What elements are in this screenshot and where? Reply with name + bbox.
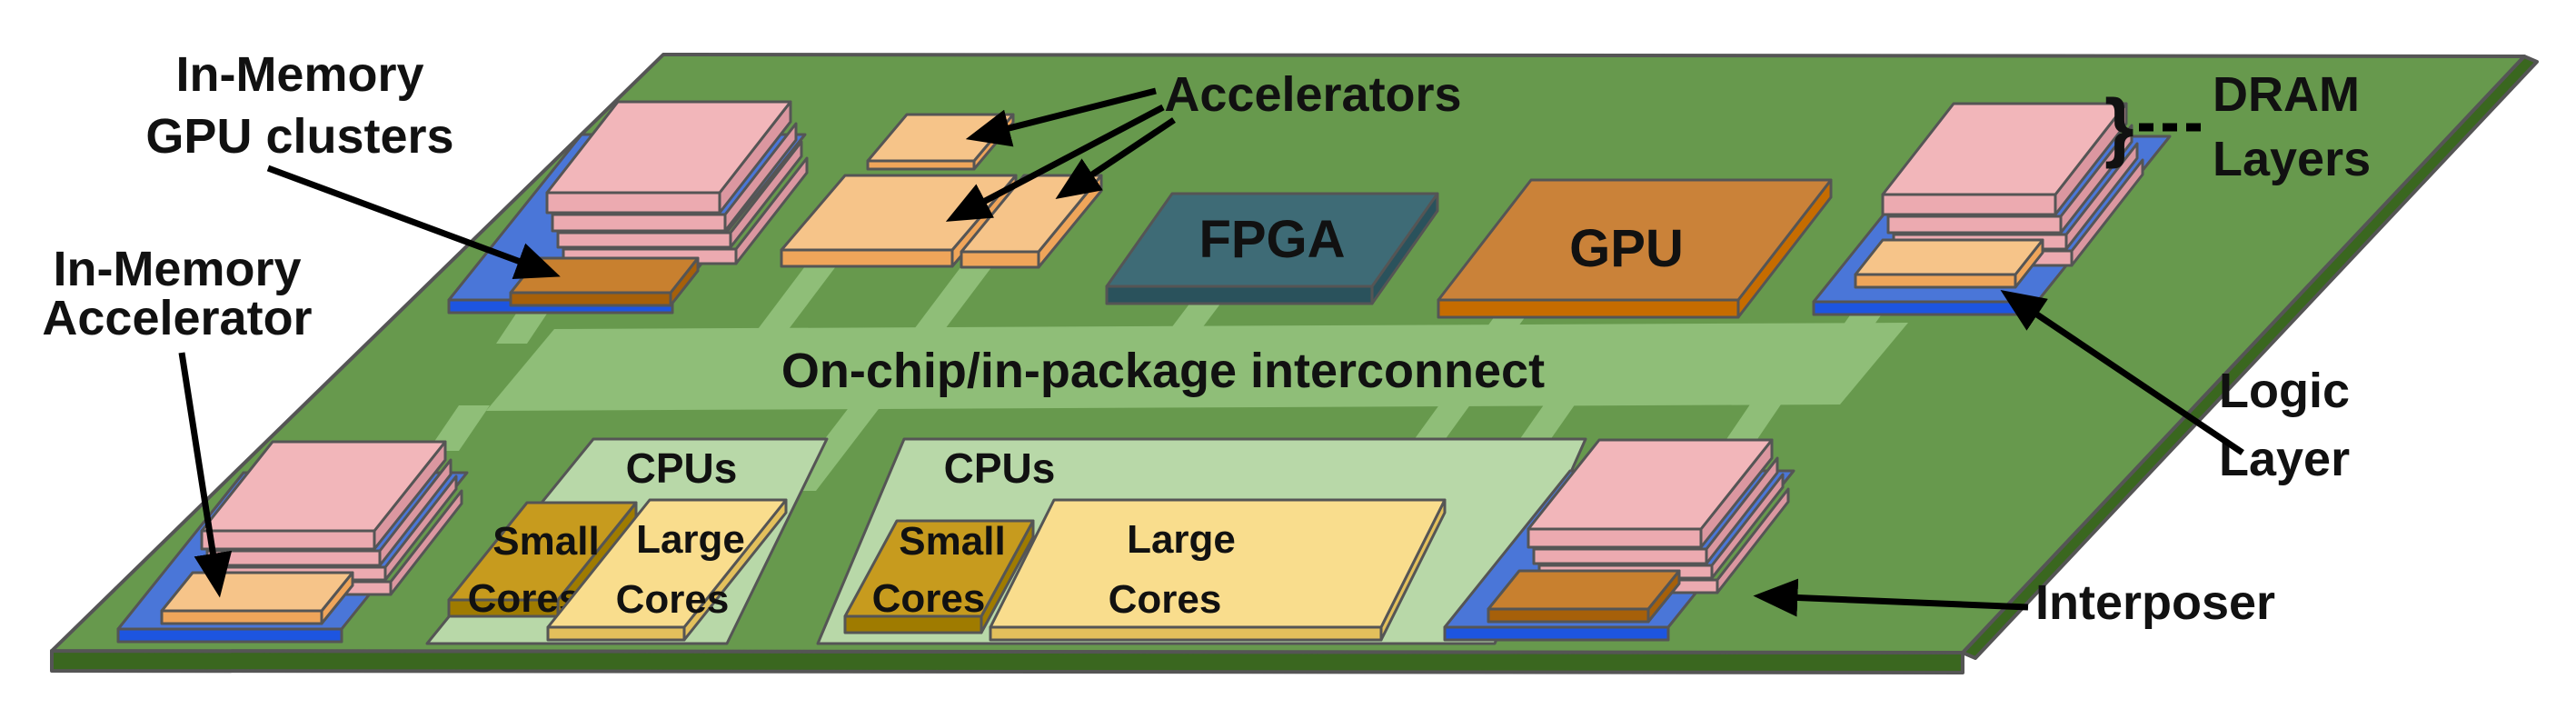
- large-cores-left-top-face: [546, 498, 788, 629]
- module-base-front-face: [1443, 625, 1670, 642]
- interconnect-band: [486, 323, 1908, 411]
- in-memory-gpu-arrow: [266, 165, 561, 280]
- dram-slab-front: [1881, 193, 2057, 216]
- in-memory-accelerator-arrow: [178, 352, 233, 598]
- fpga-label: FPGA: [1198, 210, 1345, 269]
- in-memory-accelerator-chip-front: [160, 609, 323, 625]
- dram-slab-front: [1527, 527, 1703, 549]
- interconnect-trace: [1519, 404, 1576, 440]
- interconnect-trace: [1721, 402, 1783, 447]
- interconnect-trace: [747, 266, 836, 344]
- gpu-front-face: [1437, 298, 1740, 319]
- logic-layer-arrow: [2000, 289, 2244, 455]
- in-memory-chip-top: [1487, 569, 1681, 611]
- dram-slab-front: [545, 191, 721, 215]
- large-cores-left-label-1: Large: [636, 517, 745, 562]
- gpu-label: GPU: [1569, 219, 1684, 278]
- interconnect-trace: [428, 405, 490, 451]
- dram-slab-front: [1886, 215, 2063, 235]
- dram-slab-front: [1532, 547, 1708, 565]
- accelerator-chip-front: [960, 250, 1040, 269]
- small-cores-right-label-2: Cores: [872, 576, 986, 621]
- fpga-chip: FPGA: [1105, 192, 1439, 305]
- dram-stack-top-face: [200, 440, 447, 533]
- logic-layer-label-1: Logic: [2219, 364, 2350, 418]
- large-cores-left-front-face: [546, 625, 686, 642]
- interposer-arrow: [1753, 578, 2029, 617]
- small-cores-left-top-face: [447, 501, 638, 602]
- module-base-front-face: [1812, 300, 2039, 316]
- dram-layers-label-2: Layers: [2213, 132, 2371, 186]
- in-memory-gpu-label-1: In-Memory: [175, 47, 423, 102]
- large-cores-right-label-2: Cores: [1109, 577, 1222, 622]
- dram-slab-front: [551, 213, 727, 233]
- in-memory-chip-front: [1487, 607, 1650, 624]
- interconnect-band-group: On-chip/in-package interconnect: [428, 266, 1908, 491]
- in-memory-accelerator-label-1: In-Memory: [53, 242, 301, 296]
- small-cores-right-top-face: [843, 519, 1035, 618]
- in-memory-gpu-label-2: GPU clusters: [145, 109, 453, 164]
- fpga-top-face: [1105, 192, 1439, 288]
- large-cores-chip-left: Large Cores: [546, 498, 788, 642]
- dram-stack-top-face: [545, 100, 792, 195]
- dram-brace: }: [2104, 84, 2134, 169]
- in-memory-accelerator-label-2: Accelerator: [42, 291, 312, 345]
- accelerators-arrow-3: [1055, 117, 1176, 199]
- large-cores-right-top-face: [989, 498, 1447, 629]
- module-base-front-face: [116, 627, 343, 644]
- small-cores-left-label-1: Small: [492, 519, 599, 564]
- in-memory-gpu-module: [447, 100, 809, 315]
- dram-slab-front: [556, 231, 732, 249]
- dram-stack-top-face: [1527, 438, 1774, 531]
- dram-logic-module: [1812, 102, 2172, 316]
- accelerators-label: Accelerators: [1164, 67, 1461, 122]
- in-memory-module-bottom-right: [1443, 438, 1795, 642]
- cpu-cluster-right: CPUs Small Cores Large Cores: [816, 437, 1587, 645]
- interposer-label: Interposer: [2035, 575, 2275, 630]
- in-memory-gpu-chip-front: [509, 291, 672, 307]
- accelerator-chip-front: [780, 248, 954, 268]
- logic-layer-label-2: Layer: [2219, 432, 2350, 486]
- interconnect-trace: [1414, 404, 1471, 440]
- large-cores-right-front-face: [989, 625, 1383, 642]
- fpga-front-face: [1105, 285, 1374, 305]
- large-cores-right-label-1: Large: [1127, 517, 1236, 562]
- cpu-cluster-left: CPUs Small Cores Large Cores: [425, 437, 829, 645]
- large-cores-left-label-2: Cores: [616, 577, 730, 622]
- logic-layer-chip-front: [1854, 273, 2017, 289]
- accelerators-arrow-1: [965, 87, 1157, 147]
- in-memory-gpu-chip-top: [509, 256, 700, 295]
- dram-slab-front: [200, 529, 376, 551]
- interconnect-trace: [903, 266, 992, 344]
- gpu-top-face: [1437, 178, 1833, 302]
- in-memory-accelerator-chip-top: [160, 571, 354, 613]
- small-cores-right-label-1: Small: [899, 519, 1005, 564]
- small-cores-chip-right: Small Cores: [843, 519, 1035, 634]
- annotations: In-Memory GPU clusters In-Memory Acceler…: [42, 47, 2371, 630]
- gpu-chip: GPU: [1437, 178, 1833, 319]
- dram-stack-top-face: [1881, 102, 2128, 196]
- dram-slab-front: [205, 549, 382, 567]
- cpu-cluster-right-label: CPUs: [944, 444, 1056, 492]
- interconnect-label: On-chip/in-package interconnect: [781, 344, 1545, 398]
- dram-layers-label-1: DRAM: [2213, 67, 2360, 122]
- logic-layer-chip-top: [1854, 238, 2044, 276]
- large-cores-chip-right: Large Cores: [989, 498, 1447, 642]
- cpu-cluster-left-label: CPUs: [626, 444, 738, 492]
